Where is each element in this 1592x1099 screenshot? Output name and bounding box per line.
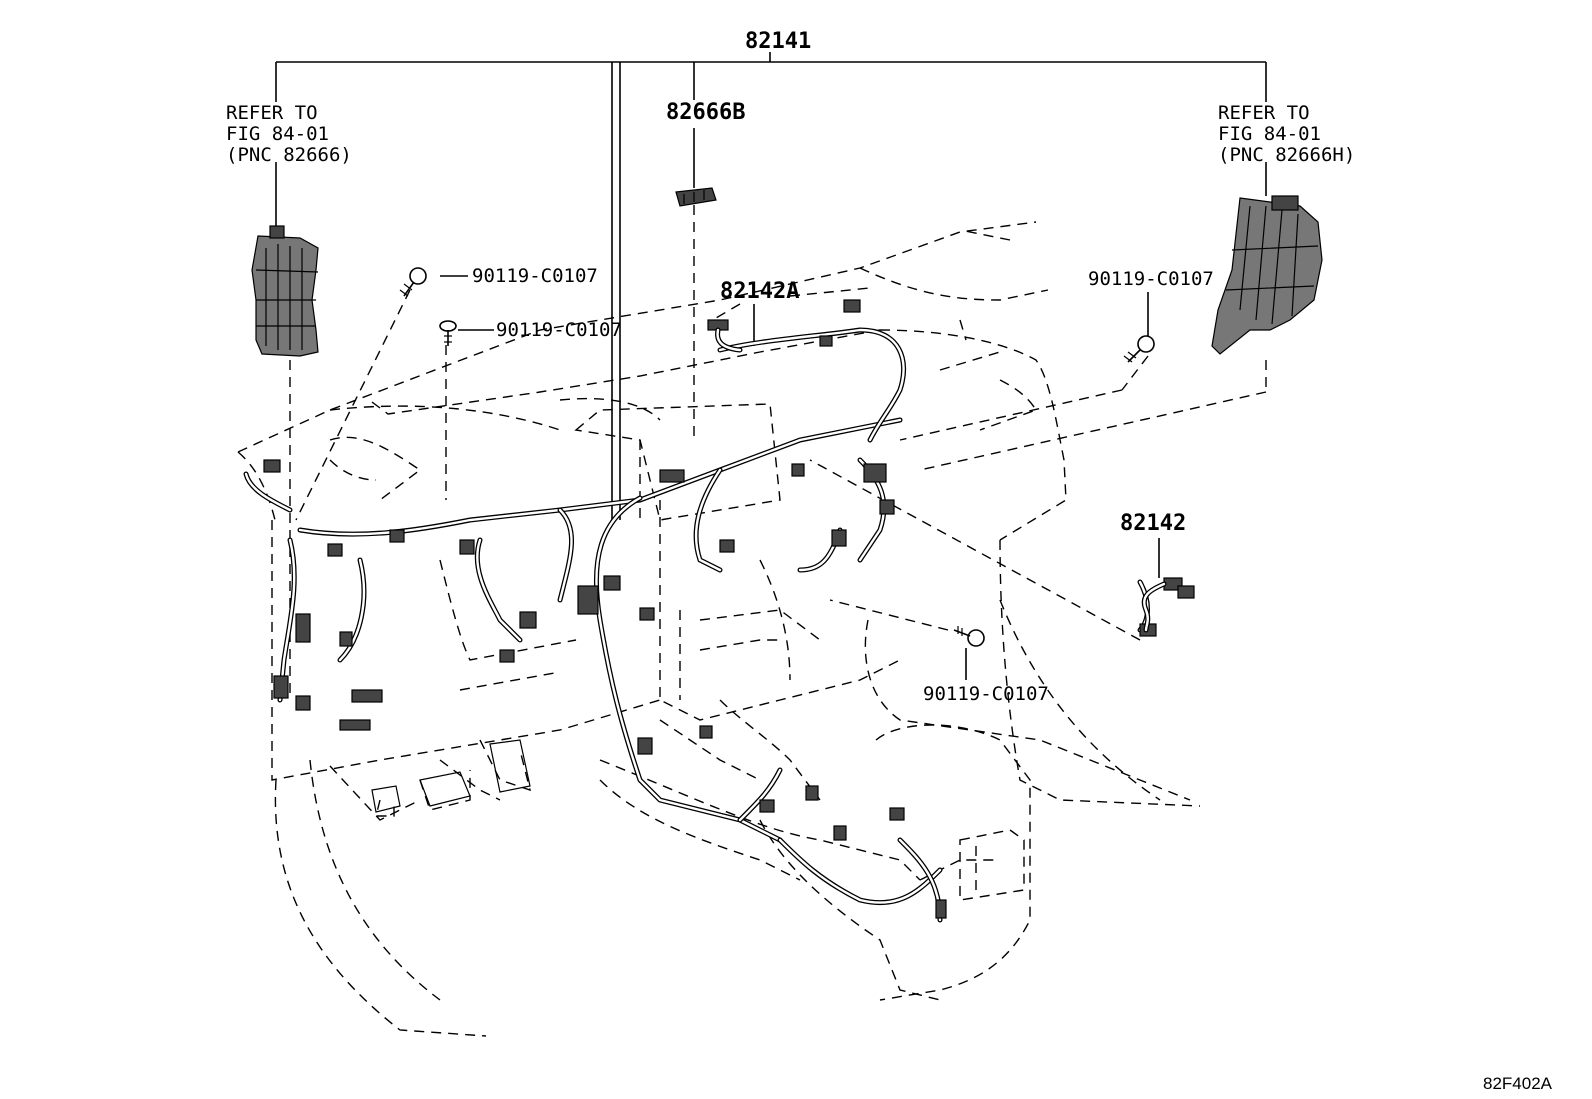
label-82141: 82141 xyxy=(745,29,811,54)
bolt-2-icon xyxy=(439,320,457,346)
left-relay-block xyxy=(251,225,319,357)
refer-left-line1: REFER TO xyxy=(226,102,318,124)
label-bolt-2: 90119-C0107 xyxy=(496,319,622,341)
bolt-1-icon xyxy=(399,267,427,297)
label-bolt-1: 90119-C0107 xyxy=(472,265,598,287)
refer-right-line1: REFER TO xyxy=(1218,102,1310,124)
bolt-3-icon xyxy=(1123,335,1155,363)
refer-left-line3: (PNC 82666) xyxy=(226,144,352,166)
label-bolt-4: 90119-C0107 xyxy=(923,683,1049,705)
label-82666B: 82666B xyxy=(666,100,745,125)
harness-connectors xyxy=(263,299,947,919)
refer-left-note: REFER TO FIG 84-01 (PNC 82666) xyxy=(226,102,352,166)
install-dashed-lines xyxy=(289,289,1267,700)
right-relay-block xyxy=(1211,195,1323,355)
dashboard-outline xyxy=(237,221,1201,1037)
sub-harness-82142A xyxy=(707,319,743,353)
label-82142: 82142 xyxy=(1120,511,1186,536)
label-leaders xyxy=(440,128,1160,680)
leader-82141 xyxy=(275,52,1267,520)
refer-right-note: REFER TO FIG 84-01 (PNC 82666H) xyxy=(1218,102,1355,166)
refer-right-line2: FIG 84-01 xyxy=(1218,123,1321,145)
sub-harness-82142 xyxy=(1139,577,1195,637)
pedals xyxy=(371,739,531,813)
bolt-4-icon xyxy=(953,626,985,647)
refer-right-line3: (PNC 82666H) xyxy=(1218,144,1355,166)
label-bolt-3: 90119-C0107 xyxy=(1088,268,1214,290)
refer-left-line2: FIG 84-01 xyxy=(226,123,329,145)
junction-block-82666B xyxy=(675,187,717,207)
main-wire-harness xyxy=(243,327,1150,923)
figure-code: 82F402A xyxy=(1483,1074,1553,1093)
